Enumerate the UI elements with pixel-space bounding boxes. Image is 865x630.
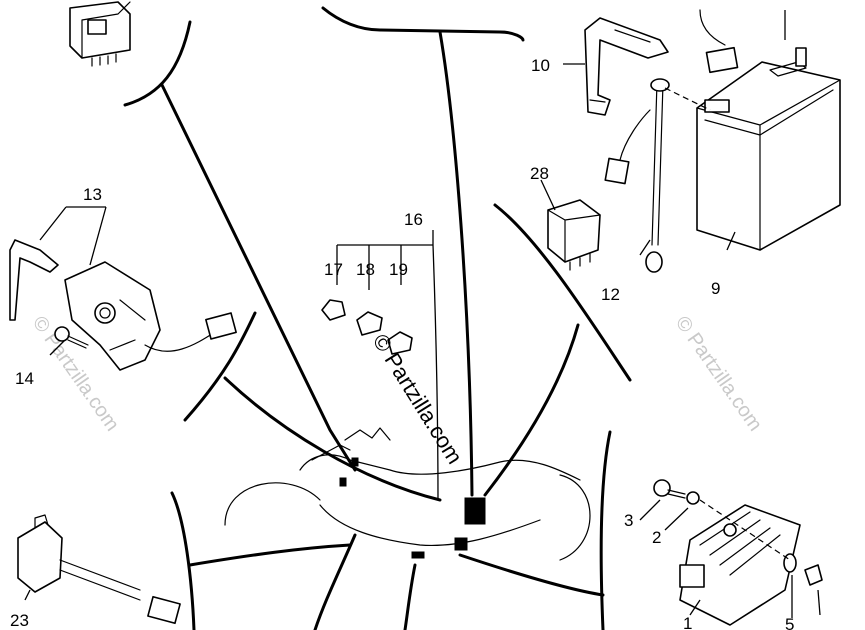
leader-bottom-right [458, 553, 605, 597]
leader-left [223, 376, 442, 502]
callout-5: 5 [785, 615, 794, 630]
callout-19: 19 [389, 260, 408, 279]
leader-center [438, 30, 474, 497]
cable-top [699, 9, 726, 46]
callout-14: 14 [15, 369, 34, 388]
bracket-right-lower [599, 430, 612, 630]
watermark-center: © Partzilla.com [368, 329, 468, 468]
leader-relay [160, 83, 357, 472]
leader-bottom-1 [313, 533, 357, 630]
bracket-bottom-left [170, 491, 196, 630]
leader-right [483, 323, 580, 497]
leader-bottom-left [188, 543, 352, 567]
fuse-cable [604, 78, 711, 273]
washer-2 [686, 491, 700, 505]
ignition-switch [9, 239, 237, 371]
clip-part [804, 564, 823, 586]
battery-part [696, 47, 841, 251]
callout-23: 23 [10, 611, 29, 630]
motorcycle-outline [224, 427, 591, 561]
callout-10: 10 [531, 56, 550, 75]
bracket-top-left [123, 20, 192, 107]
sensor-23 [17, 514, 181, 625]
callout-9: 9 [711, 279, 720, 298]
callout-28: 28 [530, 164, 549, 183]
callout-3: 3 [624, 511, 633, 530]
cable-connector [705, 46, 739, 74]
callout-12: 12 [601, 285, 620, 304]
callout-13: 13 [83, 185, 102, 204]
bracket-left-mid [183, 311, 257, 422]
bracket-right-upper [493, 203, 632, 382]
callout-2: 2 [652, 528, 661, 547]
bracket-top-center [321, 6, 525, 42]
bolt-14 [54, 326, 89, 349]
callout-18: 18 [356, 260, 375, 279]
callout-16: 16 [404, 210, 423, 229]
connector-17 [321, 299, 346, 321]
watermark-right: © Partzilla.com [671, 312, 766, 435]
callout-17: 17 [324, 260, 343, 279]
connector-18 [356, 311, 383, 336]
connector-19 [387, 331, 413, 355]
regulator-part [679, 504, 801, 626]
battery-band [584, 17, 669, 116]
leader-bottom-2 [403, 563, 417, 630]
bolt-3 [653, 479, 686, 499]
relay-part [69, 1, 131, 67]
relay-28 [547, 199, 601, 271]
callout-1: 1 [683, 614, 692, 630]
